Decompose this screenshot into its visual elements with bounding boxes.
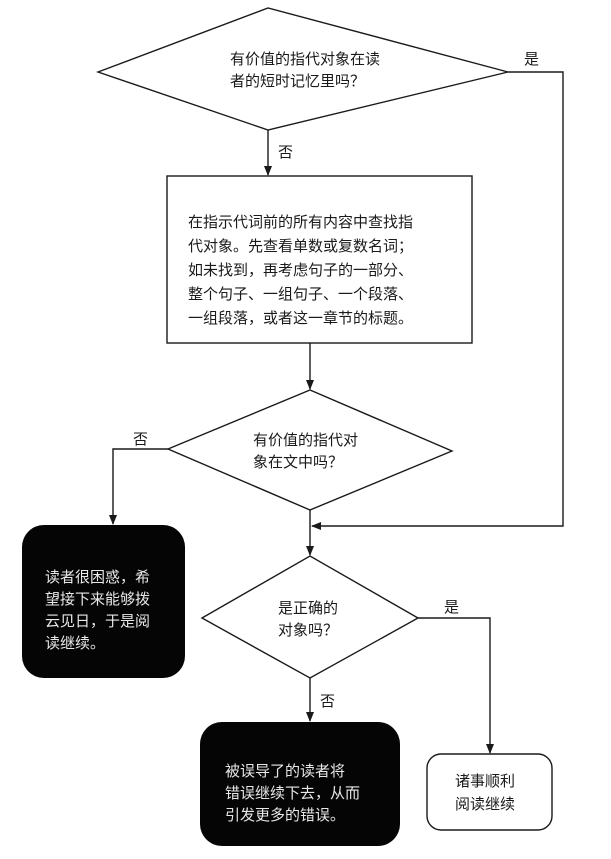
outcome-ok-shape [426,753,553,831]
edge-label-short-term-no: 否 [278,143,294,161]
edge-label-short-term-yes: 是 [524,50,540,68]
outcome-confused-text: 读者很困惑，希 望接下来能够拨 云见日，于是阅 读继续。 [45,568,151,652]
edge-short-term-yes [311,71,564,530]
process-search-text: 在指示代词前的所有内容中查找指 代对象。先查看单数或复数名词； 如未找到，再考虑… [188,213,414,327]
process-search-shape [166,175,473,344]
outcome-confused-shape [22,525,185,678]
outcome-ok-text: 诸事顺利 阅读继续 [455,772,516,813]
decision-in-text-shape [166,389,454,511]
decision-correct-text: 是正确的 对象吗？ [278,599,339,639]
edge-label-correct-yes: 是 [444,598,460,616]
decision-in-text-text: 有价值的指代对 象在文中吗？ [253,431,359,471]
outcome-misled-shape [200,722,400,846]
edge-label-correct-no: 否 [320,692,336,710]
edge-correct-yes [418,617,494,754]
edge-label-in-text-no: 否 [133,430,149,448]
outcome-misled-text: 被误导了的读者将 错误继续下去，从而 引发更多的错误。 [225,762,361,824]
decision-short-term-text: 有价值的指代对象在读 者的短时记忆里吗？ [230,50,381,90]
edge-in-text-no [109,448,168,525]
